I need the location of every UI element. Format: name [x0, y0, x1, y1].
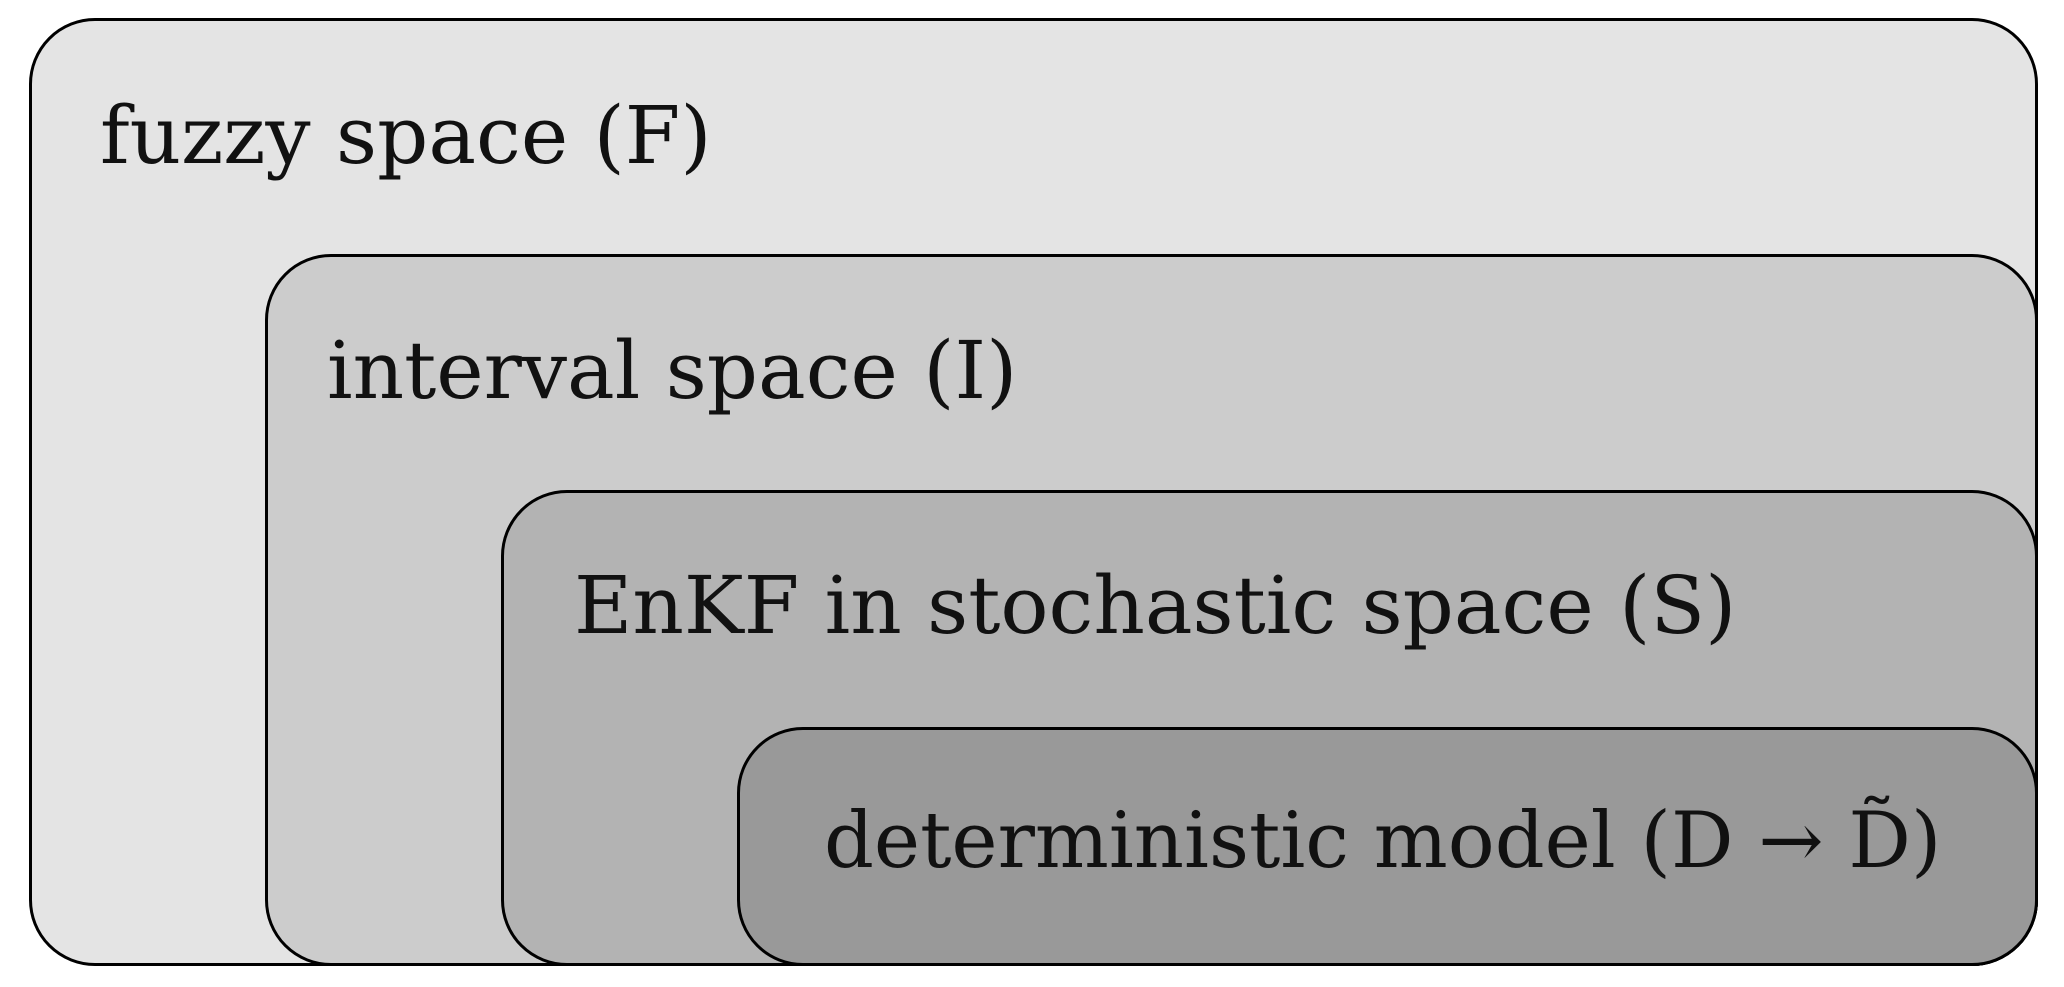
deterministic-model-box — [737, 727, 2038, 966]
fuzzy-space-label: fuzzy space (F) — [100, 89, 712, 182]
enkf-stochastic-space-label: EnKF in stochastic space (S) — [574, 559, 1737, 652]
deterministic-model-label: deterministic model (D → D̃) — [824, 796, 1942, 886]
interval-space-label: interval space (I) — [327, 324, 1018, 417]
